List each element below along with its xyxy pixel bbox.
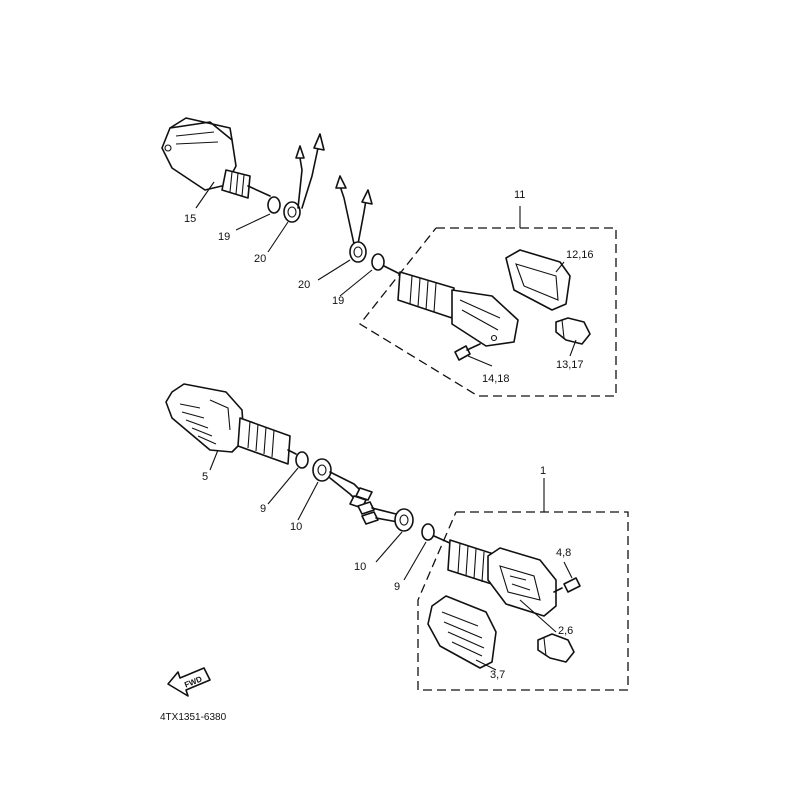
callout-9: 9 <box>260 503 266 515</box>
flasher-assembly-5 <box>165 383 373 521</box>
callout-15: 15 <box>184 213 196 225</box>
callout-20: 20 <box>298 279 310 291</box>
forward-arrow-icon: FWD <box>167 667 211 697</box>
flasher-assembly-11 <box>317 175 617 397</box>
callout-13-17: 13,17 <box>556 359 584 371</box>
callout-10: 10 <box>354 561 366 573</box>
drawing-code: 4TX1351-6380 <box>160 712 227 723</box>
callout-9: 9 <box>394 581 400 593</box>
callout-11: 11 <box>514 189 525 201</box>
callout-labels: 15 19 20 11 12,16 20 19 13,17 14,18 5 9 … <box>184 189 594 681</box>
callout-10: 10 <box>290 521 302 533</box>
callout-4-8: 4,8 <box>556 547 571 559</box>
flasher-assembly-1 <box>357 478 629 691</box>
callout-20: 20 <box>254 253 266 265</box>
callout-14-18: 14,18 <box>482 373 510 385</box>
callout-2-6: 2,6 <box>558 625 573 637</box>
callout-19: 19 <box>332 295 344 307</box>
callout-1: 1 <box>540 465 546 477</box>
callout-3-7: 3,7 <box>490 669 505 681</box>
callout-19: 19 <box>218 231 230 243</box>
callout-12-16: 12,16 <box>566 249 594 261</box>
flasher-assembly-15 <box>161 117 325 253</box>
callout-5: 5 <box>202 471 208 483</box>
